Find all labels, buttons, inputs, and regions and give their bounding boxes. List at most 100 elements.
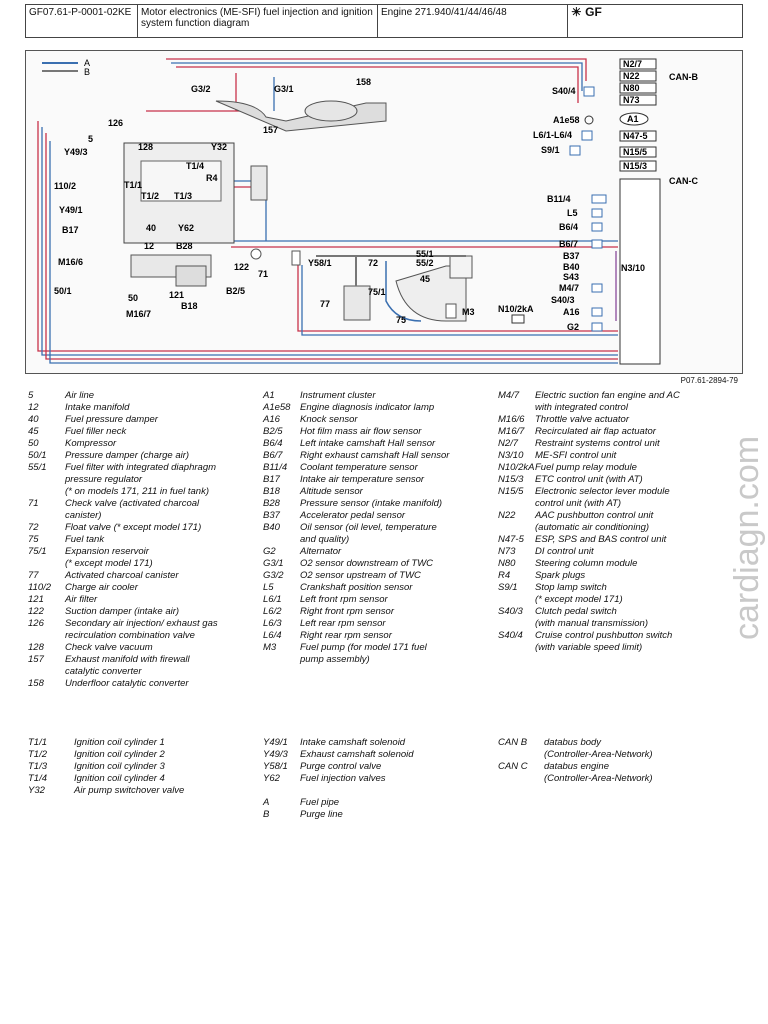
legend-row: with integrated control: [498, 402, 718, 414]
legend-code: [263, 785, 300, 797]
legend-code: T1/4: [28, 773, 48, 784]
legend-description: Altitude sensor: [300, 486, 363, 497]
key-a: A: [84, 58, 90, 68]
legend-description: Fuel pump (for model 171 fuel: [300, 642, 427, 653]
c77-label: 77: [320, 299, 330, 309]
t1-4-label: T1/4: [186, 161, 204, 171]
legend-description: Fuel injection valves: [300, 773, 386, 784]
n15-5-label: N15/5: [623, 147, 647, 157]
doc-title: Motor electronics (ME-SFI) fuel injectio…: [138, 5, 378, 37]
legend-description: Fuel tank: [65, 534, 105, 545]
legend-description: catalytic converter: [65, 666, 142, 677]
legend-code: B: [263, 809, 270, 820]
key-b: B: [84, 67, 90, 77]
legend-code: N15/5: [498, 486, 524, 497]
c72-label: 72: [368, 258, 378, 268]
s40-4-label: S40/4: [552, 86, 576, 96]
legend-code: 12: [28, 402, 39, 413]
legend-code: [498, 498, 535, 510]
legend-code: N47-5: [498, 534, 524, 545]
legend-description: recirculation combination valve: [65, 630, 195, 641]
legend-code: CAN C: [498, 761, 528, 772]
legend-code: [28, 558, 65, 570]
legend-code: B28: [263, 498, 280, 509]
legend-description: Hot film mass air flow sensor: [300, 426, 422, 437]
legend-row: (* except model 171): [498, 594, 718, 606]
legend-code: [498, 594, 535, 606]
legend-description: Stop lamp switch: [535, 582, 607, 593]
legend-code: B18: [263, 486, 280, 497]
line-key: A B: [42, 58, 90, 77]
b11-4-label: B11/4: [547, 194, 571, 204]
b28-label: B28: [176, 241, 193, 251]
c50-1-label: 50/1: [54, 286, 72, 296]
legend-code: 75: [28, 534, 39, 545]
legend-description: Fuel pressure damper: [65, 414, 158, 425]
legend-description: Suction damper (intake air): [65, 606, 180, 617]
legend-description: control unit (with AT): [535, 498, 622, 509]
c55-1-label: 55/1: [416, 249, 434, 259]
b6-4-label: B6/4: [559, 222, 578, 232]
legend-description: [300, 785, 483, 797]
legend-code: [263, 654, 300, 666]
can-bus-units: N2/7 N22 N80 N73 CAN-B A1 N47-5 N15/5 N1…: [619, 58, 698, 365]
m16-6-label: M16/6: [58, 257, 83, 267]
engine-block: [123, 142, 268, 287]
legend-row: catalytic converter: [28, 666, 238, 678]
legend-code: 40: [28, 414, 39, 425]
legend-code: 121: [28, 594, 44, 605]
doc-id: GF07.61-P-0001-02KE: [26, 5, 138, 37]
legend-description: (* on models 171, 211 in fuel tank): [65, 486, 209, 497]
fuel-system: [250, 248, 525, 324]
legend-code: B37: [263, 510, 280, 521]
legend-description: Intake camshaft solenoid: [300, 737, 406, 748]
legend-row: (Controller-Area-Network): [498, 749, 718, 761]
legend-description: Fuel pump relay module: [535, 462, 637, 473]
legend-description: Underfloor catalytic converter: [65, 678, 189, 689]
c45-label: 45: [420, 274, 430, 284]
can-b-label: CAN-B: [669, 72, 698, 82]
legend-code: 128: [28, 642, 44, 653]
legend-row: control unit (with AT): [498, 498, 718, 510]
legend-description: Steering column module: [535, 558, 638, 569]
t1-1-label: T1/1: [124, 180, 142, 190]
g3-2-label: G3/2: [191, 84, 211, 94]
m4-7-label: M4/7: [559, 283, 579, 293]
legend-description: Ignition coil cylinder 1: [74, 737, 165, 748]
legend-code: L6/4: [263, 630, 282, 641]
y49-3-label: Y49/3: [64, 147, 88, 157]
legend-description: (automatic air conditioning): [535, 522, 650, 533]
